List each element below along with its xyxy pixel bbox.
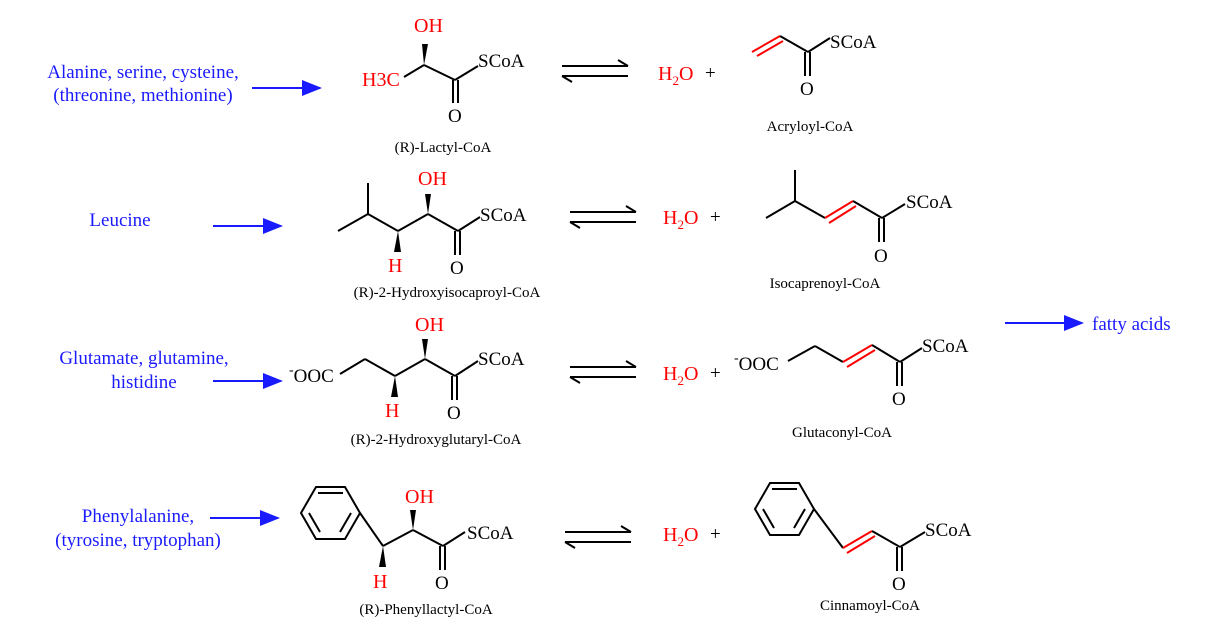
hydroxyisocaproyl-coa-structure: H OH O SCoA (337, 168, 527, 279)
phenyllactyl-coa-structure: H OH O SCoA (299, 486, 514, 594)
oh-label: OH (415, 314, 444, 336)
enoyl-name: Isocaprenoyl-CoA (770, 276, 881, 292)
enoyl-name: Cinnamoyl-CoA (820, 598, 920, 614)
isocaprenoyl-coa-structure: O SCoA (765, 170, 953, 267)
h3c-label: H3C (362, 69, 400, 91)
reaction-row-1: Alanine, serine, cysteine, (threonine, m… (47, 15, 876, 156)
water-label: H2O (658, 63, 693, 88)
hydroxyacyl-name: (R)-Phenyllactyl-CoA (359, 602, 492, 618)
h-label: H (373, 571, 387, 593)
carbonyl-o: O (450, 258, 464, 279)
precursor-line-1: Leucine (89, 210, 150, 231)
benzene-ring (753, 482, 816, 536)
scoa-label: SCoA (478, 349, 525, 370)
hydroxyacyl-name: (R)-2-Hydroxyisocaproyl-CoA (354, 285, 541, 301)
water-label: H2O (663, 363, 698, 388)
reaction-row-4: Phenylalanine, (tyrosine, tryptophan) H … (55, 482, 972, 618)
equilibrium-arrow (569, 205, 637, 229)
scoa-label: SCoA (478, 51, 525, 72)
precursor-line-1: Alanine, serine, cysteine, (47, 62, 239, 83)
water-label: H2O (663, 207, 698, 232)
h-label: H (385, 400, 399, 422)
oh-label: OH (414, 15, 443, 37)
plus-sign: + (710, 207, 721, 228)
scoa-label: SCoA (906, 192, 953, 213)
hydroxyacyl-name: (R)-2-Hydroxyglutaryl-CoA (351, 432, 522, 448)
equilibrium-arrow (569, 360, 637, 384)
carbonyl-o: O (892, 389, 906, 410)
h-label: H (388, 255, 402, 277)
carbonyl-o: O (448, 106, 462, 127)
enoyl-name: Glutaconyl-CoA (792, 425, 892, 441)
carbonyl-o: O (892, 574, 906, 595)
glutaconyl-coa-structure: -OOC O SCoA (734, 336, 969, 410)
oh-label: OH (405, 486, 434, 508)
cinnamoyl-coa-structure: O SCoA (753, 482, 972, 595)
carboxylate-label: -OOC (289, 363, 334, 387)
precursor-line-1: Phenylalanine, (82, 506, 194, 527)
benzene-ring (299, 486, 362, 540)
hydroxyacyl-name: (R)-Lactyl-CoA (395, 140, 492, 156)
carbonyl-o: O (435, 573, 449, 594)
precursor-line-2: histidine (111, 372, 176, 393)
scoa-label: SCoA (467, 523, 514, 544)
scoa-label: SCoA (830, 32, 877, 53)
scoa-label: SCoA (480, 205, 527, 226)
carbonyl-o: O (800, 79, 814, 100)
fatty-acids-label: fatty acids (1092, 314, 1171, 335)
enoyl-name: Acryloyl-CoA (767, 119, 854, 135)
lactyl-coa-structure: H3C OH O SCoA (362, 15, 525, 127)
hydroxyglutaryl-coa-structure: -OOC H OH O SCoA (289, 314, 525, 424)
equilibrium-arrow (561, 59, 629, 83)
oh-label: OH (418, 168, 447, 190)
scoa-label: SCoA (925, 520, 972, 541)
carbonyl-o: O (447, 403, 461, 424)
plus-sign: + (710, 524, 721, 545)
reaction-row-3: Glutamate, glutamine, histidine -OOC H O… (59, 314, 968, 448)
precursor-line-2: (tyrosine, tryptophan) (55, 530, 221, 551)
precursor-line-1: Glutamate, glutamine, (59, 348, 228, 369)
precursor-line-2: (threonine, methionine) (53, 85, 232, 106)
carbonyl-o: O (874, 246, 888, 267)
carboxylate-label: -OOC (734, 351, 779, 375)
reaction-row-2: Leucine H OH O SCoA (R)-2-Hydroxyisocapr… (89, 168, 952, 301)
scoa-label: SCoA (922, 336, 969, 357)
plus-sign: + (710, 363, 721, 384)
acryloyl-coa-structure: O SCoA (751, 32, 877, 100)
plus-sign: + (705, 63, 716, 84)
equilibrium-arrow (564, 525, 632, 549)
water-label: H2O (663, 524, 698, 549)
